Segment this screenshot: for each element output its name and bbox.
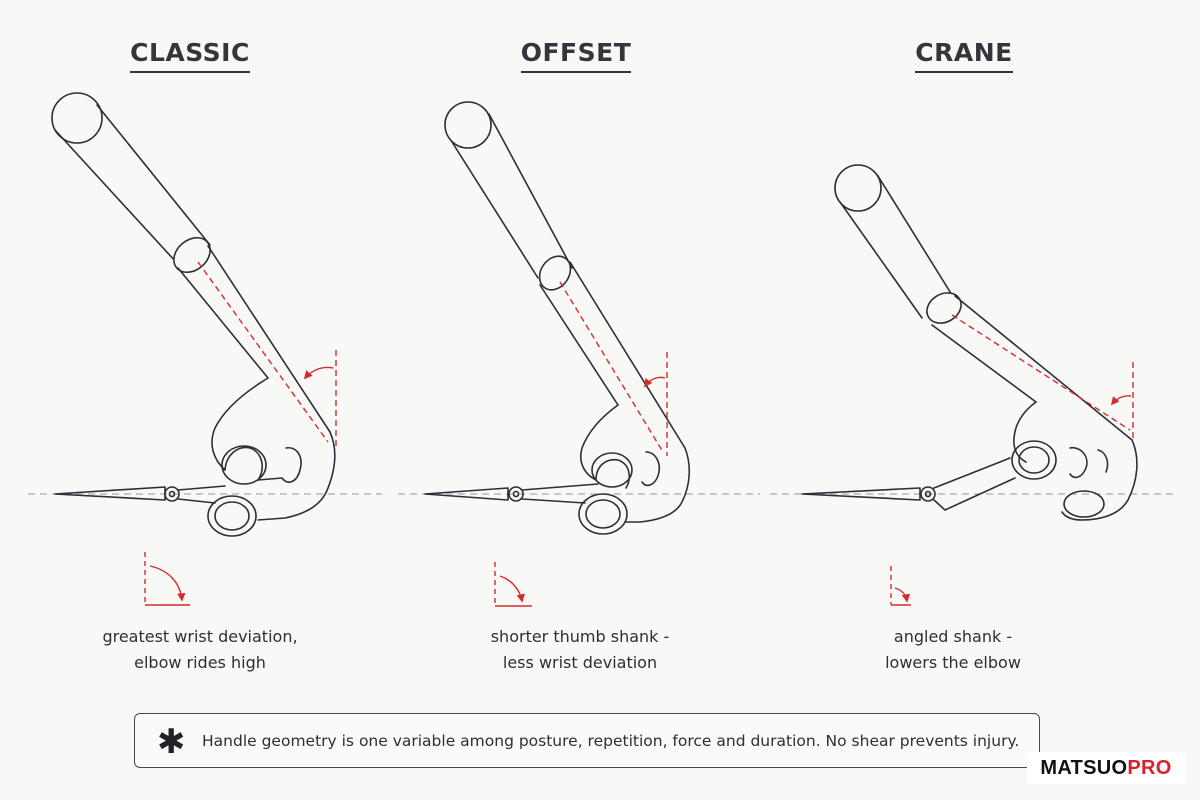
crane-hand: [1013, 401, 1138, 521]
offset-scissors-shank: [521, 483, 599, 504]
crane-shoulder: [834, 164, 882, 212]
crane-scissors-shank: [933, 457, 1016, 511]
crane-fingers: [1069, 446, 1109, 479]
offset-caption-line-1: shorter thumb shank -: [490, 627, 670, 646]
offset-illustration: [424, 101, 691, 535]
offset-forearm-axis: [559, 281, 664, 453]
classic-caption: greatest wrist deviation, elbow rides hi…: [40, 624, 360, 676]
crane-gauge-arc: [894, 587, 911, 603]
crane-illustration: [801, 164, 1138, 521]
crane-caption-line-1: angled shank -: [893, 627, 1013, 646]
logo-part-1: MATSUO: [1040, 757, 1128, 779]
classic-thumb-ring: [221, 445, 267, 485]
classic-gauge-arc: [149, 565, 186, 602]
classic-caption-line-2: elbow rides high: [134, 653, 266, 672]
crane-caption: angled shank - lowers the elbow: [793, 624, 1113, 676]
offset-caption: shorter thumb shank - less wrist deviati…: [420, 624, 740, 676]
classic-deviation-arc: [303, 366, 334, 380]
classic-elbow: [173, 236, 211, 274]
crane-accent: [890, 314, 1134, 606]
crane-heading: CRANE: [814, 38, 1114, 73]
crane-caption-line-2: lowers the elbow: [885, 653, 1021, 672]
classic-scissors-shank: [177, 485, 226, 504]
classic-title: CLASSIC: [130, 38, 250, 73]
classic-forearm: [177, 245, 331, 433]
crane-scissors-pivot: [920, 486, 936, 502]
classic-forearm-axis: [197, 261, 329, 443]
offset-forearm: [539, 261, 686, 449]
classic-finger-ring: [207, 495, 257, 537]
classic-upper-arm: [54, 104, 211, 263]
offset-scissors-blades: [424, 487, 509, 501]
crane-elbow: [926, 292, 962, 324]
matsuopro-logo: MATSUOPRO: [1027, 752, 1185, 784]
crane-thumb-ring: [1011, 440, 1057, 480]
offset-scissors-pivot: [508, 486, 524, 502]
classic-shoulder: [51, 92, 103, 144]
offset-caption-line-2: less wrist deviation: [502, 653, 658, 672]
crane-forearm-axis: [951, 314, 1131, 431]
classic-accent: [144, 261, 337, 606]
disclaimer-note: ✱ Handle geometry is one variable among …: [134, 713, 1040, 768]
offset-hand: [580, 404, 691, 523]
crane-upper-arm: [839, 175, 953, 319]
classic-illustration: [51, 92, 336, 537]
crane-title: CRANE: [915, 38, 1013, 73]
logo-part-2: PRO: [1127, 757, 1172, 779]
classic-hand: [211, 377, 336, 521]
crane-forearm: [931, 295, 1133, 441]
offset-gauge-arc: [499, 575, 525, 603]
offset-accent: [494, 281, 668, 607]
offset-upper-arm: [451, 113, 573, 279]
offset-title: OFFSET: [520, 38, 632, 73]
offset-deviation-arc: [644, 376, 666, 388]
offset-thumb-ring: [591, 452, 633, 488]
classic-heading: CLASSIC: [40, 38, 340, 73]
classic-fingers: [224, 446, 302, 483]
disclaimer-text: Handle geometry is one variable among po…: [202, 732, 1020, 750]
crane-finger-ring: [1063, 490, 1105, 518]
offset-finger-ring: [578, 493, 628, 535]
classic-scissors-pivot: [164, 486, 180, 502]
offset-shoulder: [444, 101, 492, 149]
crane-deviation-arc: [1110, 395, 1132, 406]
offset-fingers: [595, 451, 661, 489]
asterisk-icon: ✱: [157, 722, 186, 762]
crane-scissors-blades: [801, 487, 921, 501]
classic-caption-line-1: greatest wrist deviation,: [102, 627, 298, 646]
offset-heading: OFFSET: [426, 38, 726, 73]
offset-elbow: [538, 255, 572, 291]
